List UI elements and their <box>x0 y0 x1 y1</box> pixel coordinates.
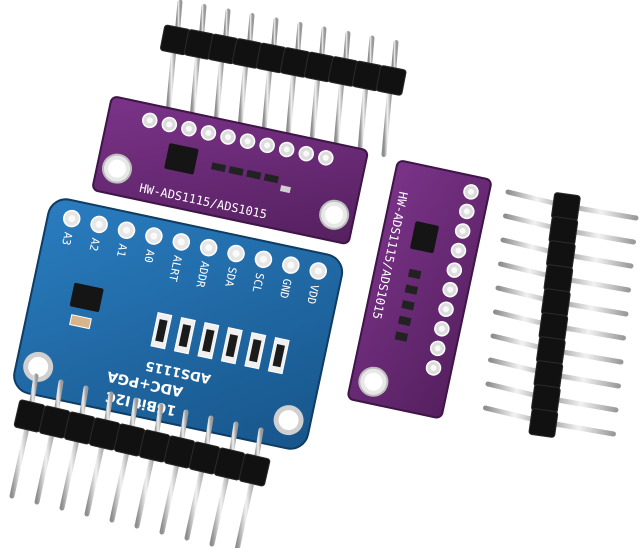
header-pin <box>309 26 327 144</box>
pin-label: ADDR <box>193 260 211 289</box>
header-pin <box>189 4 207 121</box>
pin-label: SDA <box>222 266 239 289</box>
header-pin <box>285 22 303 139</box>
header-pin <box>209 421 239 547</box>
pin-label: A2 <box>87 237 102 253</box>
pin-label: A0 <box>141 248 156 264</box>
header-pin <box>381 40 399 157</box>
header-pin <box>213 8 231 126</box>
pin-label: GND <box>277 277 294 299</box>
header-pin <box>34 379 64 505</box>
header-pin <box>357 35 375 153</box>
purple-board-right: HW-ADS1115/ADS1015 <box>347 160 492 419</box>
adc-chip-icon <box>69 282 104 312</box>
header-pin <box>234 427 264 548</box>
header-pin <box>84 391 114 517</box>
pin-label: SCL <box>249 272 266 295</box>
header-pin <box>165 0 183 117</box>
header-pin <box>59 385 89 511</box>
chip-icon <box>410 221 439 254</box>
header-pin <box>333 31 351 148</box>
pin-label: A1 <box>114 242 129 258</box>
header-pin <box>109 397 139 523</box>
header-pin <box>134 403 164 529</box>
pin-label: A3 <box>59 231 74 247</box>
right-header-strip <box>483 189 639 438</box>
header-pin <box>184 415 214 541</box>
header-block <box>238 453 271 487</box>
bottom-header-strip <box>9 373 271 548</box>
pin-label: ALRT <box>166 254 184 283</box>
header-pin <box>9 373 39 499</box>
header-block <box>528 408 559 438</box>
pin-label: VDD <box>304 283 321 305</box>
header-pin <box>159 409 189 535</box>
top-header-strip <box>160 0 407 157</box>
header-pin <box>237 13 255 130</box>
header-pin <box>261 17 279 135</box>
chip-icon <box>164 143 199 175</box>
header-block <box>376 65 407 96</box>
